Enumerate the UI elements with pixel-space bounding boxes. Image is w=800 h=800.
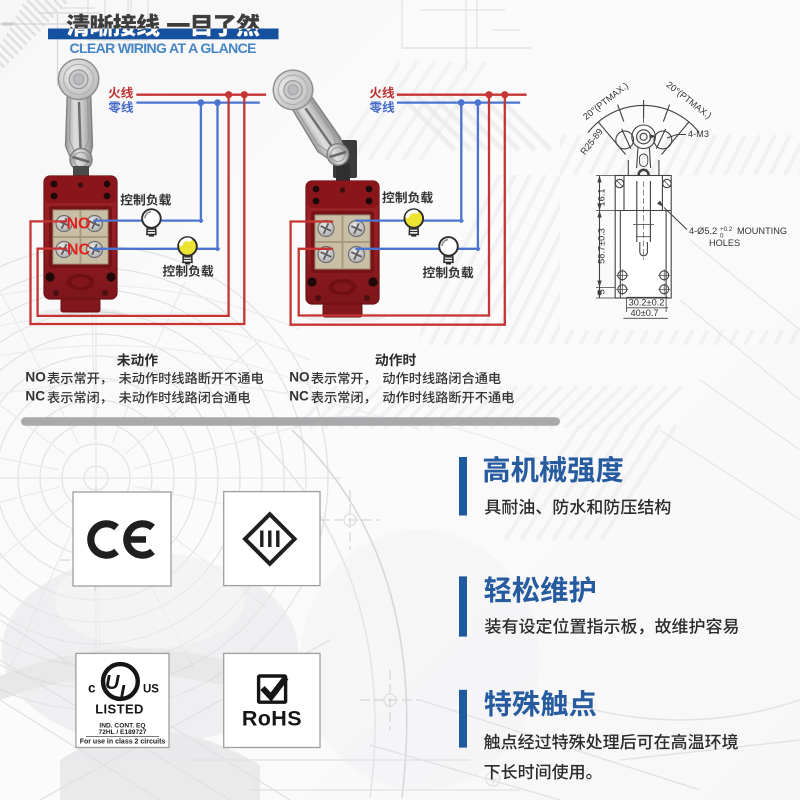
svg-text:RoHS: RoHS <box>242 706 302 730</box>
svg-text:NO: NO <box>289 369 309 384</box>
svg-text:NC: NC <box>67 241 91 258</box>
svg-text:40±0.7: 40±0.7 <box>630 308 658 318</box>
svg-text:72HL / E189727: 72HL / E189727 <box>99 729 147 736</box>
svg-text:NO: NO <box>25 369 45 384</box>
svg-text:NC: NC <box>25 389 45 404</box>
svg-text:For use in class 2 circuits: For use in class 2 circuits <box>80 739 166 746</box>
svg-text:30.2±0.2: 30.2±0.2 <box>629 298 665 308</box>
svg-text:US: US <box>143 684 159 696</box>
svg-text:CLEAR WIRING AT A GLANCE: CLEAR WIRING AT A GLANCE <box>70 40 257 56</box>
svg-text:HOLES: HOLES <box>709 238 740 248</box>
svg-text:LISTED: LISTED <box>95 702 144 717</box>
svg-text:IND. CONT. EQ: IND. CONT. EQ <box>99 723 145 730</box>
svg-text:5: 5 <box>597 289 607 294</box>
svg-text:+0.2: +0.2 <box>720 226 733 233</box>
svg-text:NC: NC <box>289 389 309 404</box>
svg-text:NO: NO <box>67 215 91 232</box>
svg-text:16.1: 16.1 <box>597 189 607 207</box>
svg-text:U: U <box>105 672 120 694</box>
svg-text:0: 0 <box>720 233 724 240</box>
svg-text:4-Ø5.2: 4-Ø5.2 <box>689 226 717 236</box>
svg-text:L: L <box>120 682 132 704</box>
svg-text:MOUNTING: MOUNTING <box>737 226 787 236</box>
svg-text:c: c <box>88 681 96 696</box>
svg-text:4-M3: 4-M3 <box>688 129 709 139</box>
svg-text:58.7±0.3: 58.7±0.3 <box>597 228 607 264</box>
